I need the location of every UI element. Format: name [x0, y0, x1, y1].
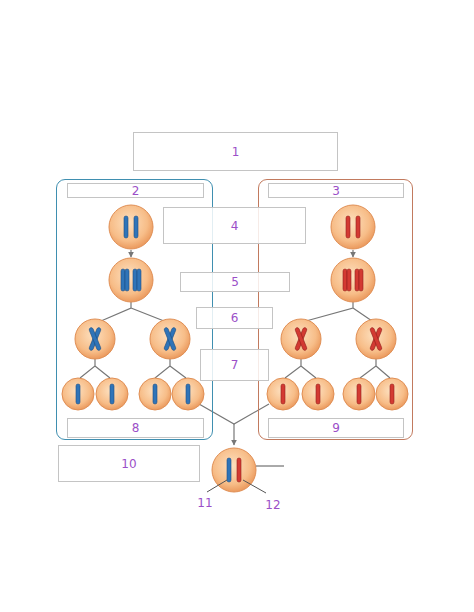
box-number: 9: [332, 421, 340, 435]
answer-box: 9: [268, 418, 404, 438]
gamete-cell: [376, 378, 408, 410]
answer-box: 7: [200, 349, 269, 381]
branch-line: [101, 302, 164, 321]
meiosis-one-cell: [75, 319, 115, 359]
branch-line: [360, 359, 390, 378]
fertilization-arrow: [233, 424, 234, 445]
meiosis-one-cell: [281, 319, 321, 359]
branch-line: [285, 359, 316, 378]
panel-heading: 3: [268, 183, 404, 198]
gamete-cell: [62, 378, 94, 410]
gamete-cell: [172, 378, 204, 410]
gamete-cell: [343, 378, 375, 410]
division-lines: [80, 250, 390, 445]
box-number: 8: [132, 421, 140, 435]
gamete-cell: [139, 378, 171, 410]
gamete-cell: [302, 378, 334, 410]
panel-heading: 2: [67, 183, 204, 198]
answer-box: 8: [67, 418, 204, 438]
callout-number: 11: [194, 496, 216, 510]
division-arrow: [352, 250, 353, 257]
branch-line: [306, 302, 372, 321]
gamete-cell: [267, 378, 299, 410]
box-number: 1: [232, 145, 240, 159]
box-number: 7: [231, 358, 239, 372]
answer-box: 5: [180, 272, 290, 292]
branch-line: [155, 359, 186, 378]
callout-number: 12: [262, 498, 284, 512]
division-arrow: [130, 250, 131, 257]
box-number: 5: [231, 275, 239, 289]
diploid-cell: [331, 205, 375, 249]
meiosis-one-cell: [356, 319, 396, 359]
box-number: 10: [121, 457, 136, 471]
leader-line: [256, 466, 284, 467]
box-number: 6: [231, 311, 239, 325]
branch-line: [80, 359, 110, 378]
answer-box: 10: [58, 445, 200, 482]
gamete-cell: [96, 378, 128, 410]
meiosis-one-cell: [150, 319, 190, 359]
leader-line: [207, 480, 227, 492]
leader-lines: [207, 466, 284, 493]
replicated-cell: [109, 258, 153, 302]
answer-box: 4: [163, 207, 306, 244]
answer-box: 6: [196, 307, 273, 329]
replicated-cell: [331, 258, 375, 302]
answer-box: 1: [133, 132, 338, 171]
leader-line: [243, 480, 266, 493]
box-number: 4: [231, 219, 239, 233]
diploid-cell: [109, 205, 153, 249]
